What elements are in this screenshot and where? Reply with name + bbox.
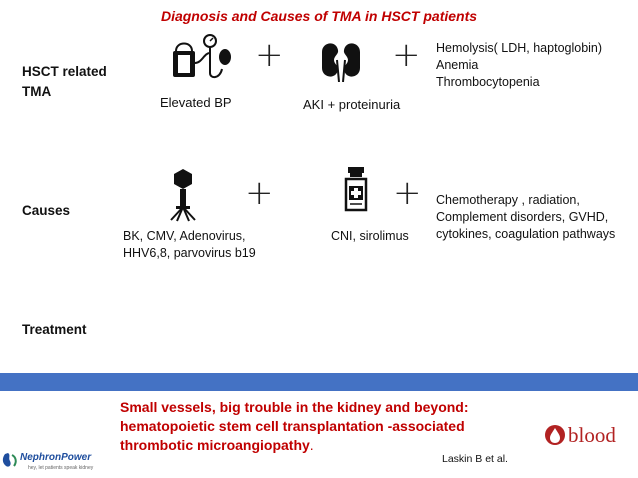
plus-sign-1: +	[255, 35, 284, 75]
nephronpower-mark-icon	[2, 453, 17, 467]
row-label-hsct: HSCT related TMA	[22, 62, 107, 102]
aki-label: AKI + proteinuria	[303, 97, 401, 112]
plus-sign-2: +	[392, 35, 421, 75]
kidneys-icon	[322, 43, 360, 82]
viruses-line-2: HHV6,8, parvovirus b19	[123, 246, 256, 260]
nephronpower-tagline: hey, let patients speak kidney	[28, 465, 94, 471]
citation-line-2: hematopoietic stem cell transplantation …	[120, 418, 465, 434]
row-label-treatment: Treatment	[22, 322, 87, 337]
drugs-label: CNI, sirolimus	[331, 229, 409, 243]
plus-sign-3: +	[245, 173, 274, 213]
citation-line-3: thrombotic microangiopathy.	[120, 436, 500, 455]
nephronpower-logo: NephronPower hey, let patients speak kid…	[2, 450, 100, 476]
row-label-hsct-line1: HSCT related	[22, 64, 107, 79]
section-divider	[0, 373, 638, 391]
slide-title: Diagnosis and Causes of TMA in HSCT pati…	[160, 8, 478, 24]
citation-title: Small vessels, big trouble in the kidney…	[120, 398, 500, 455]
other-causes-line-2: Complement disorders, GVHD,	[436, 210, 609, 224]
other-causes-list: Chemotherapy , radiation, Complement dis…	[436, 192, 615, 243]
citation-line-3-text: thrombotic microangiopathy	[120, 437, 310, 453]
viruses-list: BK, CMV, Adenovirus, HHV6,8, parvovirus …	[123, 228, 256, 262]
citation-line-1: Small vessels, big trouble in the kidney…	[120, 399, 469, 415]
hemolysis-line: Hemolysis( LDH, haptoglobin)	[436, 41, 603, 55]
elevated-bp-label: Elevated BP	[160, 95, 232, 110]
blood-pressure-cuff-icon	[173, 34, 231, 79]
hemolysis-list: Hemolysis( LDH, haptoglobin) Anemia Thro…	[436, 40, 602, 91]
thrombocytopenia-line: Thrombocytopenia	[436, 75, 540, 89]
medicine-bottle-icon	[344, 167, 368, 212]
other-causes-line-1: Chemotherapy , radiation,	[436, 193, 580, 207]
anemia-line: Anemia	[436, 58, 479, 72]
virus-icon	[170, 169, 196, 222]
row-label-hsct-line2: TMA	[22, 84, 52, 99]
row-label-causes: Causes	[22, 203, 71, 218]
other-causes-line-3: cytokines, coagulation pathways	[436, 227, 616, 241]
plus-sign-4: +	[393, 173, 422, 213]
blood-drop-icon	[545, 425, 565, 445]
viruses-line-1: BK, CMV, Adenovirus,	[123, 229, 246, 243]
citation-trailing: .	[309, 437, 314, 453]
author-label: Laskin B et al.	[442, 453, 508, 465]
journal-logo: blood	[568, 423, 616, 447]
nephronpower-name: NephronPower	[20, 452, 92, 463]
